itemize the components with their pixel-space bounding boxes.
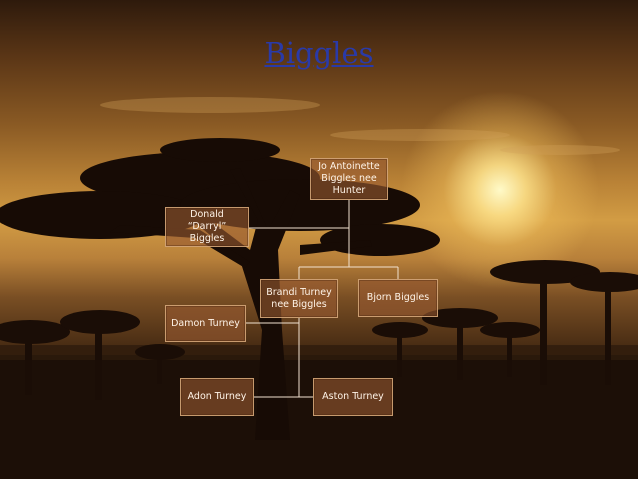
node-adon-turney[interactable]: Adon Turney (180, 378, 254, 416)
node-brandi-turney[interactable]: Brandi Turney nee Biggles (260, 279, 338, 318)
node-aston-turney[interactable]: Aston Turney (313, 378, 393, 416)
sun-glow (400, 90, 600, 290)
node-donald-biggles[interactable]: Donald “Darryl” Biggles (165, 207, 249, 247)
diagram-title: Biggles (264, 36, 374, 70)
node-damon-turney[interactable]: Damon Turney (165, 305, 246, 342)
node-bjorn-biggles[interactable]: Bjorn Biggles (358, 279, 438, 317)
node-jo-antoinette[interactable]: Jo Antoinette Biggles nee Hunter (310, 158, 388, 200)
